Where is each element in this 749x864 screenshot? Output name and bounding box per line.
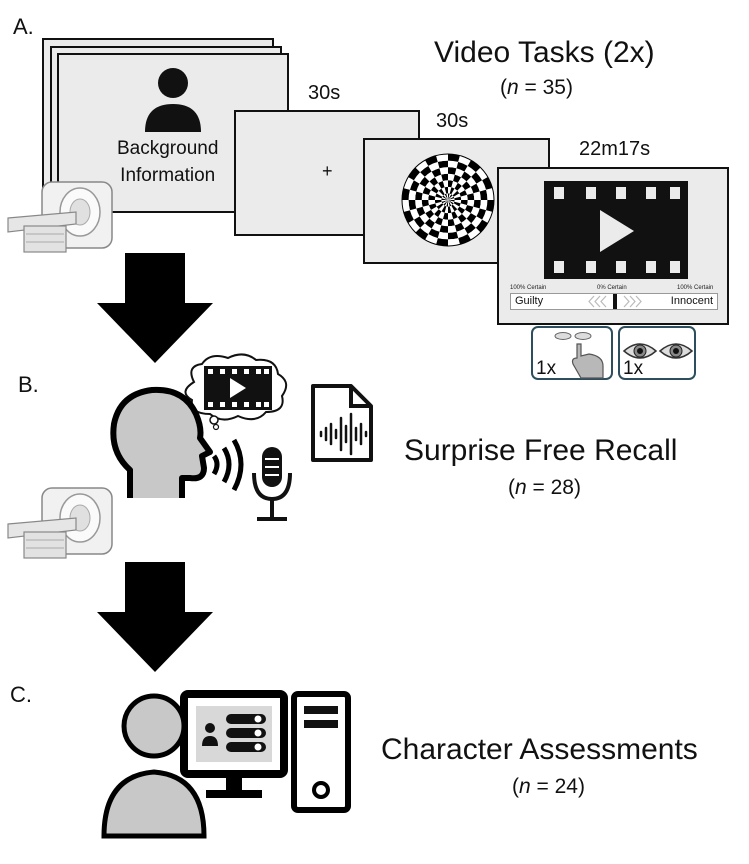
spiral-duration: 30s: [436, 110, 469, 132]
video-tasks-n: (n = 35): [500, 76, 573, 99]
slider-right-certain: 100% Certain: [677, 285, 714, 291]
panel-label-a: A.: [13, 14, 34, 39]
slider-mid-certain: 0% Certain: [597, 285, 627, 291]
down-arrow-icon: [97, 562, 213, 672]
background-label-line2: Information: [120, 165, 216, 186]
panel-label-c: C.: [10, 682, 32, 707]
free-recall-title: Surprise Free Recall: [404, 434, 678, 467]
fixation-cross: +: [322, 161, 333, 181]
button-response-count: 1x: [536, 358, 557, 379]
n-variable: n: [507, 76, 519, 99]
n-variable: n: [519, 775, 531, 798]
background-information-label: Background Information: [117, 135, 218, 189]
fixation-duration: 30s: [308, 82, 341, 104]
speaking-head-icon: [110, 353, 288, 498]
eye-tracking-box: 1x: [618, 326, 696, 380]
character-assessments-n: (n = 24): [512, 775, 585, 798]
slider-innocent-label: Innocent: [670, 295, 713, 307]
n-variable: n: [515, 476, 527, 499]
down-arrow-icon: [97, 253, 213, 363]
character-assessments-title: Character Assessments: [381, 733, 698, 766]
n-value: = 28: [526, 476, 574, 499]
microphone-icon: [252, 447, 292, 521]
person-icon: [145, 68, 201, 132]
slider-left-certain: 100% Certain: [510, 285, 547, 291]
background-label-line1: Background: [117, 138, 219, 159]
guilt-rating-slider: Guilty Innocent: [510, 293, 718, 310]
n-value: = 35: [518, 76, 566, 99]
button-press-icon: [554, 332, 604, 379]
slider-guilty-label: Guilty: [515, 295, 544, 307]
n-value: = 24: [530, 775, 578, 798]
audio-file-icon: [311, 384, 373, 462]
video-play-icon: [544, 181, 688, 279]
mri-scanner-icon: [7, 487, 113, 559]
button-response-box: 1x: [531, 326, 613, 380]
panel-label-b: B.: [18, 372, 39, 397]
video-duration: 22m17s: [579, 138, 651, 160]
radial-checkerboard-icon: [401, 153, 495, 247]
eyes-icon: [622, 343, 694, 359]
eye-tracking-count: 1x: [623, 358, 644, 379]
mri-scanner-icon: [7, 181, 113, 253]
thought-bubble-icon: [184, 353, 288, 431]
video-tasks-title: Video Tasks (2x): [434, 36, 655, 69]
video-task-card: 100% Certain 0% Certain 100% Certain Gui…: [497, 167, 729, 325]
computer-user-icon: [101, 690, 351, 839]
free-recall-n: (n = 28): [508, 476, 581, 499]
slider-handle-icon: [588, 294, 642, 309]
